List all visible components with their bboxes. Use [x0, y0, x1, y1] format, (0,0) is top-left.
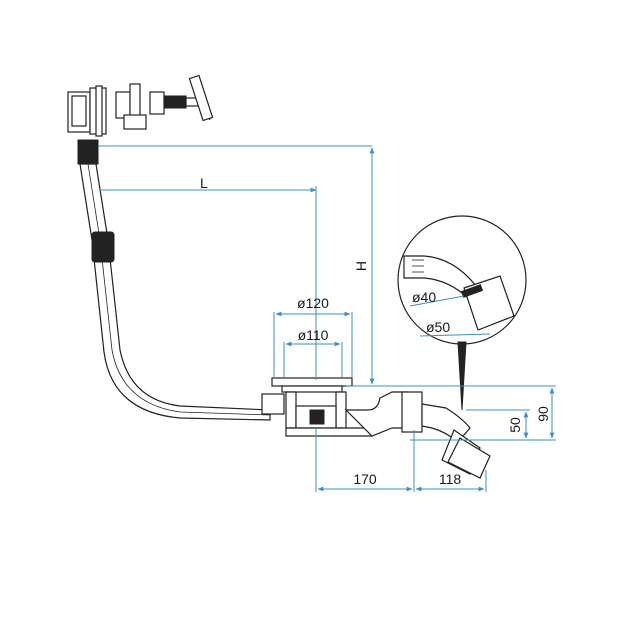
cable-hose [77, 139, 271, 421]
label-118: 118 [439, 471, 462, 487]
hose-connector-top [77, 139, 99, 165]
valve-body [149, 91, 165, 115]
trap-base [285, 427, 373, 437]
valve-thread [163, 95, 187, 109]
overflow-bracket-foot [123, 114, 147, 130]
dimension-lines [98, 145, 556, 492]
trap-nut [309, 409, 325, 425]
overflow-housing-rim [95, 85, 103, 137]
label-90: 90 [535, 406, 551, 422]
hose-coupling [261, 393, 285, 415]
hose-centerline [87, 163, 271, 416]
detail-callout [397, 215, 527, 411]
label-detail-dia-50: ø50 [426, 319, 450, 335]
elbow-outlet-end [447, 437, 491, 479]
handle-grip [188, 74, 214, 122]
label-L: L [200, 175, 208, 191]
overflow-plate-inner [71, 95, 87, 127]
outlet-coupling [401, 391, 423, 433]
label-170: 170 [353, 471, 377, 487]
drain-left-wall [285, 391, 297, 429]
detail-seal-ring [460, 284, 484, 298]
dimension-labels: L H ø120 ø110 170 118 50 90 ø40 ø50 [200, 175, 551, 487]
plug-body [281, 385, 343, 393]
label-detail-dia-40: ø40 [412, 289, 436, 305]
d50-detail-leader [419, 333, 491, 337]
detail-pointer [457, 341, 467, 411]
overflow-assembly [67, 74, 214, 137]
hose-clip [91, 231, 115, 263]
d40-leader [409, 295, 465, 307]
waste-body [261, 377, 491, 479]
overflow-gasket [115, 91, 131, 119]
plug-rim [271, 377, 353, 387]
hose-body [79, 163, 271, 421]
label-50: 50 [507, 417, 523, 433]
label-H: H [353, 261, 369, 271]
label-dia-120: ø120 [297, 295, 329, 311]
label-dia-110: ø110 [298, 327, 329, 343]
drain-right-wall [335, 391, 347, 429]
